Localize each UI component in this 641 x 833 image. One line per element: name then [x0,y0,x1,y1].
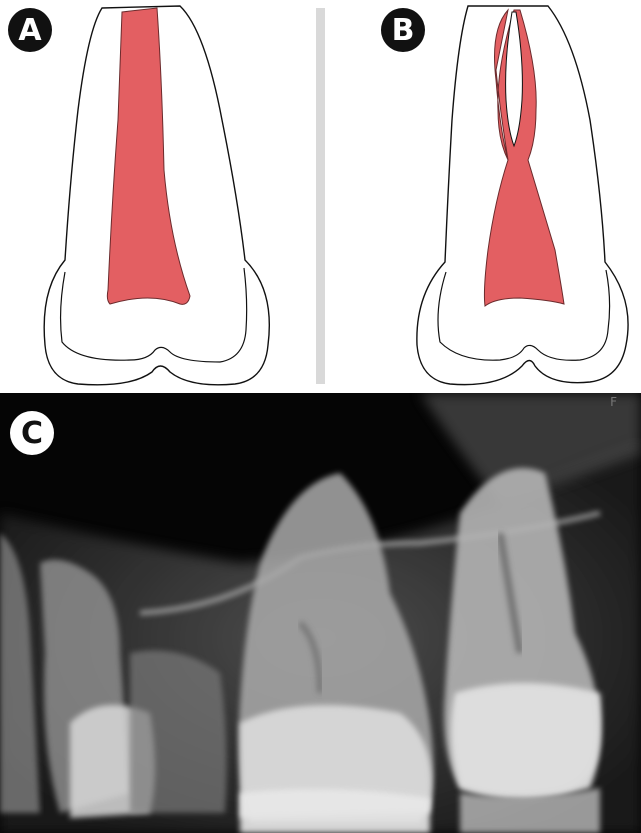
diagram-panel: A B [0,0,641,392]
panel-label-b: B [381,8,425,52]
tooth-b-diagram [350,0,640,392]
radiograph-corner-mark: F [610,395,617,409]
panel-divider [316,8,325,384]
panel-label-c: C [10,411,54,455]
panel-label-a: A [8,8,52,52]
tooth-a-diagram [30,0,320,392]
radiograph-image [0,393,641,833]
radiograph-panel: F C [0,393,641,833]
